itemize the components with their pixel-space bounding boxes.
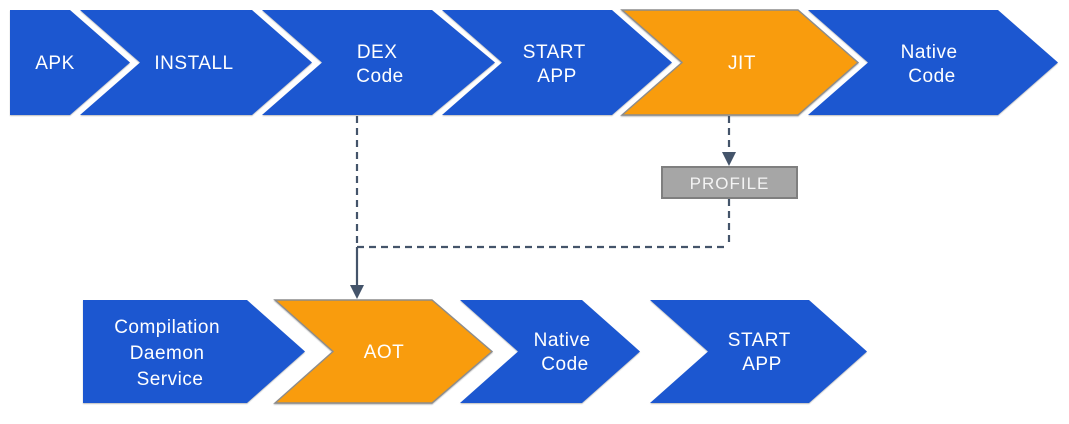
chevron-native-code-top: Native Code [808, 10, 1058, 115]
junction-to-aot-arrowhead-icon [350, 285, 364, 299]
apk-chevron-shape [10, 10, 130, 115]
native-code-bottom-label: Native Code [534, 330, 597, 375]
install-chevron-shape [80, 10, 312, 115]
native-code-bottom-chevron-shape [460, 300, 640, 403]
dex-code-chevron-shape [262, 10, 495, 115]
chevron-start-app-bottom: START APP [650, 300, 867, 403]
install-label: INSTALL [154, 53, 233, 74]
chevron-install: INSTALL [80, 10, 312, 115]
compilation-daemon-service-label: Compilation Daemon Service [114, 317, 226, 390]
apk-label: APK [35, 53, 75, 74]
top-flow-row: APK INSTALL DEX Code START [10, 9, 1058, 116]
chevron-apk: APK [10, 10, 130, 115]
jit-label: JIT [728, 53, 756, 74]
profile-box-shape [661, 166, 798, 199]
profile-box: PROFILE [661, 166, 798, 199]
chevron-jit: JIT [620, 9, 860, 116]
start-app-top-label: START APP [523, 42, 591, 87]
aot-label: AOT [364, 342, 405, 363]
chevron-native-code-bottom: Native Code [460, 300, 640, 403]
native-code-top-chevron-shape [808, 10, 1058, 115]
start-app-bottom-label: START APP [728, 330, 796, 375]
bottom-flow-row: Compilation Daemon Service AOT Native Co… [83, 299, 867, 404]
aot-chevron-shape [273, 299, 494, 404]
jit-to-profile-arrowhead-icon [722, 152, 736, 166]
start-app-top-chevron-shape [442, 10, 672, 115]
chevron-start-app-top: START APP [442, 10, 672, 115]
chevron-dex-code: DEX Code [262, 10, 495, 115]
chevron-compilation-daemon-service: Compilation Daemon Service [83, 300, 305, 403]
dex-code-label: DEX Code [356, 42, 403, 87]
compilation-daemon-service-chevron-shape [83, 300, 305, 403]
connectors [350, 116, 736, 299]
jit-chevron-shape [620, 9, 860, 116]
chevron-aot: AOT [273, 299, 494, 404]
native-code-top-label: Native Code [901, 42, 964, 87]
profile-box-label: PROFILE [690, 174, 770, 193]
start-app-bottom-chevron-shape [650, 300, 867, 403]
